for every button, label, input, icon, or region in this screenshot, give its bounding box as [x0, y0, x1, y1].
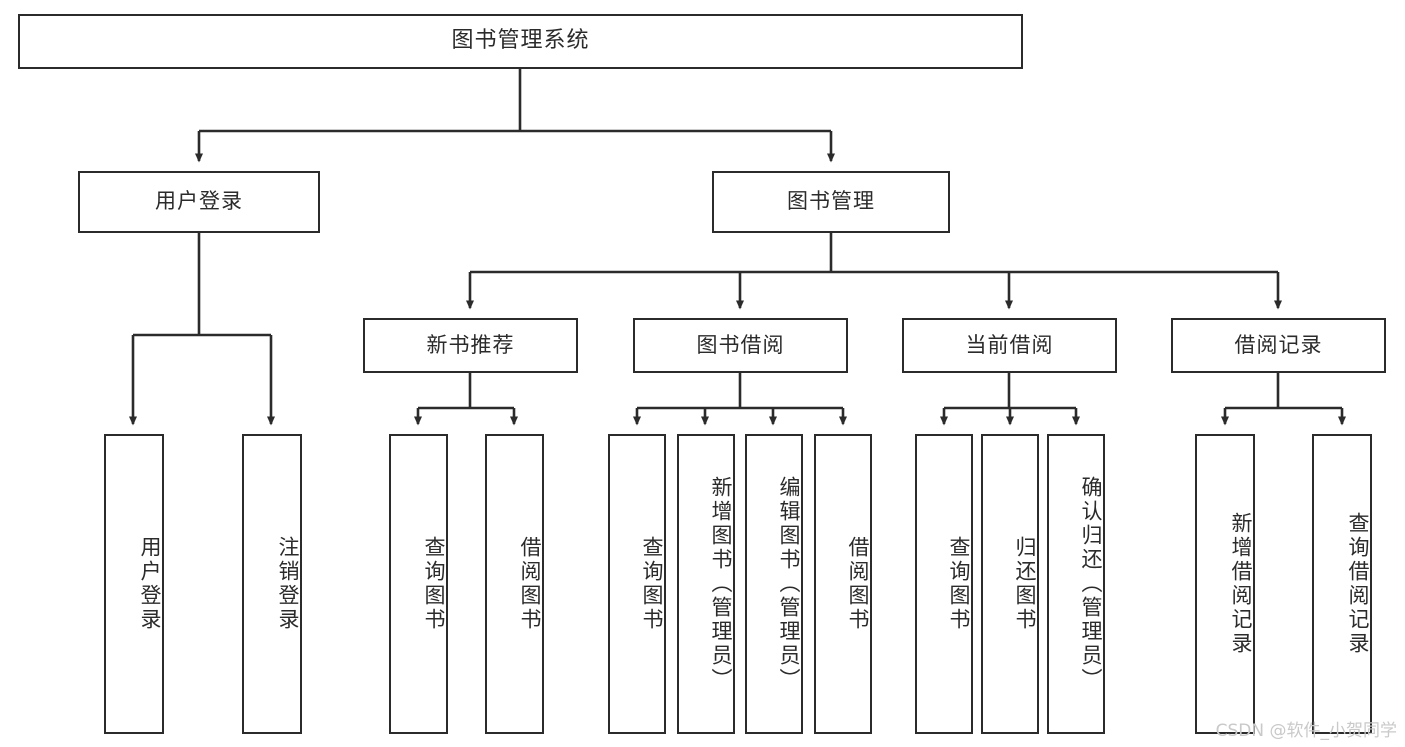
node-leaf-borrow-book-2[interactable]: 借阅图书 [814, 434, 872, 734]
node-borrow-record-label: 借阅记录 [1234, 332, 1323, 357]
node-leaf-user-login-label: 用户登录 [138, 536, 162, 632]
node-leaf-query-book-3[interactable]: 查询图书 [915, 434, 973, 734]
node-leaf-confirm-return-label: 确认归还（管理员） [1079, 476, 1103, 692]
node-book-borrow-label: 图书借阅 [696, 332, 785, 357]
node-leaf-borrow-book-1-label: 借阅图书 [518, 536, 542, 632]
node-new-book-recommend-label: 新书推荐 [426, 332, 515, 357]
node-book-borrow[interactable]: 图书借阅 [633, 318, 848, 373]
node-leaf-borrow-book-2-label: 借阅图书 [846, 536, 870, 632]
node-leaf-query-record[interactable]: 查询借阅记录 [1312, 434, 1372, 734]
node-user-login-label: 用户登录 [155, 189, 243, 214]
node-leaf-query-book-1[interactable]: 查询图书 [389, 434, 448, 734]
node-leaf-user-login[interactable]: 用户登录 [104, 434, 164, 734]
node-leaf-edit-book[interactable]: 编辑图书（管理员） [745, 434, 803, 734]
node-leaf-add-record[interactable]: 新增借阅记录 [1195, 434, 1255, 734]
node-leaf-confirm-return[interactable]: 确认归还（管理员） [1047, 434, 1105, 734]
node-root[interactable]: 图书管理系统 [18, 14, 1023, 69]
node-current-borrow[interactable]: 当前借阅 [902, 318, 1117, 373]
node-leaf-return-book[interactable]: 归还图书 [981, 434, 1039, 734]
node-leaf-query-book-1-label: 查询图书 [422, 536, 446, 632]
node-leaf-add-book-label: 新增图书（管理员） [709, 476, 733, 692]
node-leaf-add-record-label: 新增借阅记录 [1229, 512, 1253, 656]
node-leaf-query-book-2-label: 查询图书 [640, 536, 664, 632]
node-leaf-query-book-2[interactable]: 查询图书 [608, 434, 666, 734]
node-leaf-user-logout-label: 注销登录 [276, 536, 300, 632]
node-current-borrow-label: 当前借阅 [965, 332, 1054, 357]
node-leaf-query-book-3-label: 查询图书 [947, 536, 971, 632]
node-leaf-edit-book-label: 编辑图书（管理员） [777, 476, 801, 692]
node-leaf-return-book-label: 归还图书 [1013, 536, 1037, 632]
node-leaf-user-logout[interactable]: 注销登录 [242, 434, 302, 734]
node-book-manage[interactable]: 图书管理 [712, 171, 950, 233]
node-leaf-query-record-label: 查询借阅记录 [1346, 512, 1370, 656]
node-new-book-recommend[interactable]: 新书推荐 [363, 318, 578, 373]
node-leaf-borrow-book-1[interactable]: 借阅图书 [485, 434, 544, 734]
node-root-label: 图书管理系统 [451, 28, 590, 54]
node-leaf-add-book[interactable]: 新增图书（管理员） [677, 434, 735, 734]
node-user-login[interactable]: 用户登录 [78, 171, 320, 233]
node-book-manage-label: 图书管理 [787, 189, 875, 214]
node-borrow-record[interactable]: 借阅记录 [1171, 318, 1386, 373]
